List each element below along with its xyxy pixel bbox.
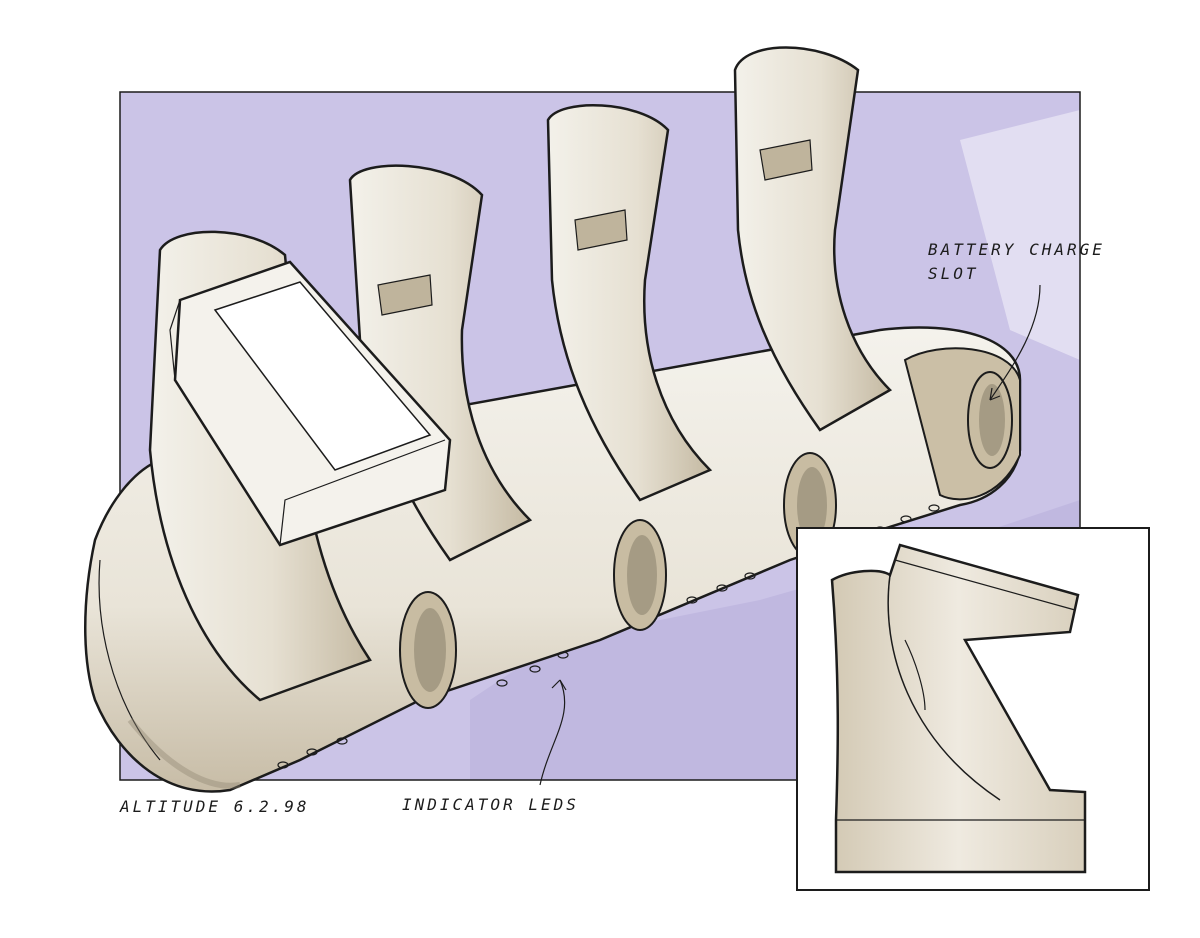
handheld-device <box>169 260 452 547</box>
backdrop-frame <box>119 91 1081 781</box>
inset-panel <box>796 527 1150 891</box>
indicator-leds-label: INDICATOR LEDS <box>402 795 579 814</box>
leader-lines <box>539 284 1041 786</box>
signature-label: ALTITUDE 6.2.98 <box>120 797 310 816</box>
battery-charge-slot-label: BATTERY CHARGE SLOT <box>928 240 1105 283</box>
